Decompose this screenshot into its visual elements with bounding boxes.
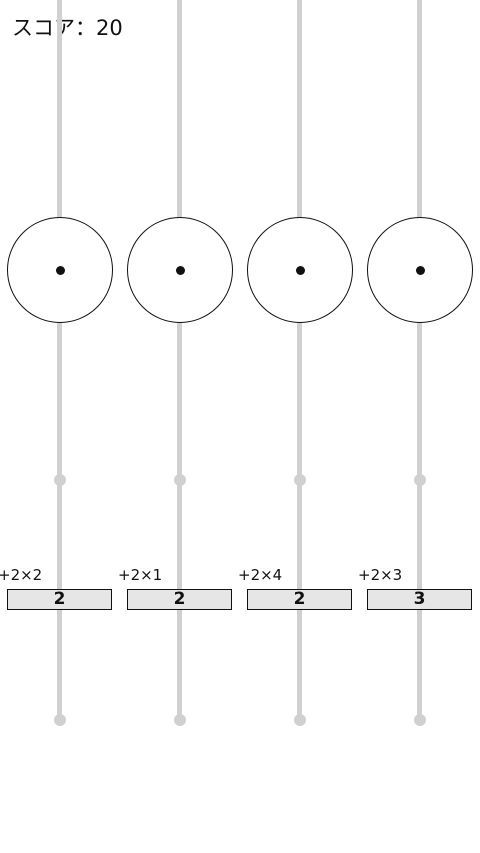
rail-end-marker	[414, 714, 426, 726]
rail-end-marker	[294, 714, 306, 726]
rail-marker	[294, 474, 306, 486]
multiplier-label: +2×1	[118, 566, 163, 584]
lane-rail	[57, 0, 62, 720]
lane-rail	[177, 0, 182, 720]
rail-end-marker	[174, 714, 186, 726]
ring-center-dot	[175, 266, 185, 275]
score-label: スコア：20	[12, 16, 123, 40]
multiplier-label: +2×2	[0, 566, 43, 584]
multiplier-label: +2×3	[358, 566, 403, 584]
lane-1[interactable]: +2×2 2	[0, 0, 120, 853]
lane-value-box[interactable]: 2	[7, 589, 112, 610]
rail-marker	[174, 474, 186, 486]
lane-3[interactable]: +2×4 2	[238, 0, 360, 853]
lane-2[interactable]: +2×1 2	[118, 0, 240, 853]
rail-end-marker	[54, 714, 66, 726]
rail-marker	[414, 474, 426, 486]
lane-rail	[417, 0, 422, 720]
ring-center-dot	[55, 266, 65, 275]
lane-value-box[interactable]: 2	[247, 589, 352, 610]
lane-value-box[interactable]: 2	[127, 589, 232, 610]
lane-rail	[297, 0, 302, 720]
ring-center-dot	[295, 266, 305, 275]
rail-marker	[54, 474, 66, 486]
multiplier-label: +2×4	[238, 566, 283, 584]
ring-center-dot	[415, 266, 425, 275]
lane-4[interactable]: +2×3 3	[358, 0, 480, 853]
lane-value-box[interactable]: 3	[367, 589, 472, 610]
